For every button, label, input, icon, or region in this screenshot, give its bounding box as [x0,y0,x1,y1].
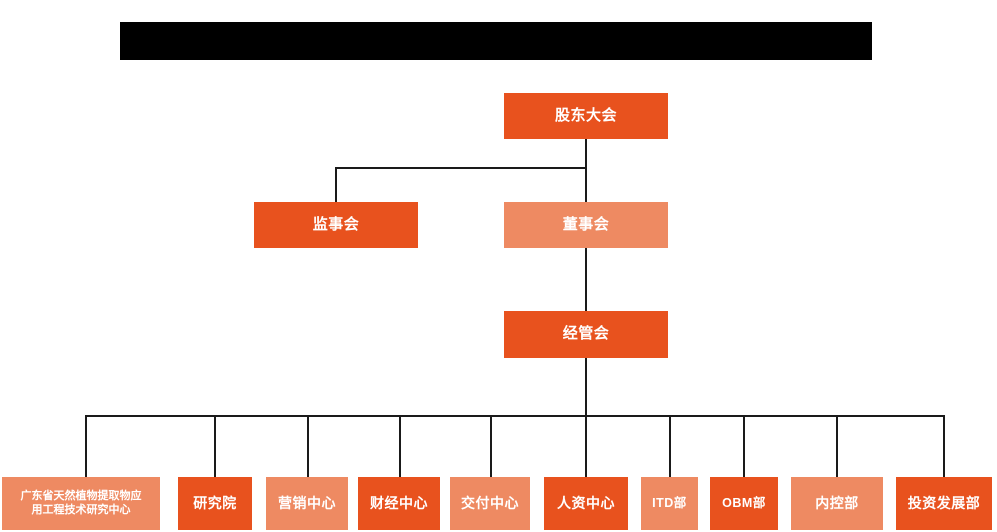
connector-shareholders-down [585,139,587,249]
node-shareholders-meeting[interactable]: 股东大会 [504,93,668,139]
node-board-of-directors[interactable]: 董事会 [504,202,668,248]
connector-drop-guangdong-research-center [85,415,87,477]
connector-directors-to-management [585,241,587,311]
node-finance-center[interactable]: 财经中心 [358,477,440,530]
node-label-management-committee: 经管会 [562,325,610,343]
connector-drop-investment-development-department [943,415,945,477]
node-label-board-of-supervisors: 监事会 [312,215,360,233]
node-label-shareholders-meeting: 股东大会 [554,106,617,124]
connector-drop-research-institute [214,415,216,477]
connector-drop-finance-center [399,415,401,477]
node-label-investment-development-department: 投资发展部 [907,494,981,511]
connector-drop-obm-department [743,415,745,477]
node-obm-department[interactable]: OBM部 [710,477,778,530]
node-board-of-supervisors[interactable]: 监事会 [254,202,418,248]
redacted-title-bar [120,22,872,60]
node-hr-center[interactable]: 人资中心 [544,477,628,530]
node-label-obm-department: OBM部 [722,495,766,510]
node-marketing-center[interactable]: 营销中心 [266,477,348,530]
node-label-board-of-directors: 董事会 [562,215,610,233]
node-delivery-center[interactable]: 交付中心 [450,477,530,530]
connector-drop-internal-control-department [836,415,838,477]
node-label-guangdong-research-center-line2: 用工程技术研究中心 [31,503,131,516]
node-internal-control-department[interactable]: 内控部 [791,477,883,530]
node-itd-department[interactable]: ITD部 [641,477,698,530]
connector-drop-itd-department [669,415,671,477]
node-label-internal-control-department: 内控部 [815,494,859,511]
connector-drop-marketing-center [307,415,309,477]
node-investment-development-department[interactable]: 投资发展部 [896,477,992,530]
node-label-research-institute: 研究院 [193,494,237,511]
connector-drop-hr-center [585,415,587,477]
connector-supervisors-down [335,167,337,202]
node-label-guangdong-research-center-line1: 广东省天然植物提取物应 [20,489,142,502]
node-label-hr-center: 人资中心 [557,494,615,511]
connector-level2-horizontal [335,167,587,169]
connector-drop-delivery-center [490,415,492,477]
node-label-delivery-center: 交付中心 [461,494,519,511]
connector-management-down [585,358,587,417]
node-research-institute[interactable]: 研究院 [178,477,252,530]
node-guangdong-research-center[interactable]: 广东省天然植物提取物应 用工程技术研究中心 [2,477,160,530]
node-management-committee[interactable]: 经管会 [504,311,668,358]
node-label-itd-department: ITD部 [652,495,687,510]
node-label-finance-center: 财经中心 [370,494,428,511]
node-label-marketing-center: 营销中心 [278,494,336,511]
connector-departments-bus [85,415,944,417]
